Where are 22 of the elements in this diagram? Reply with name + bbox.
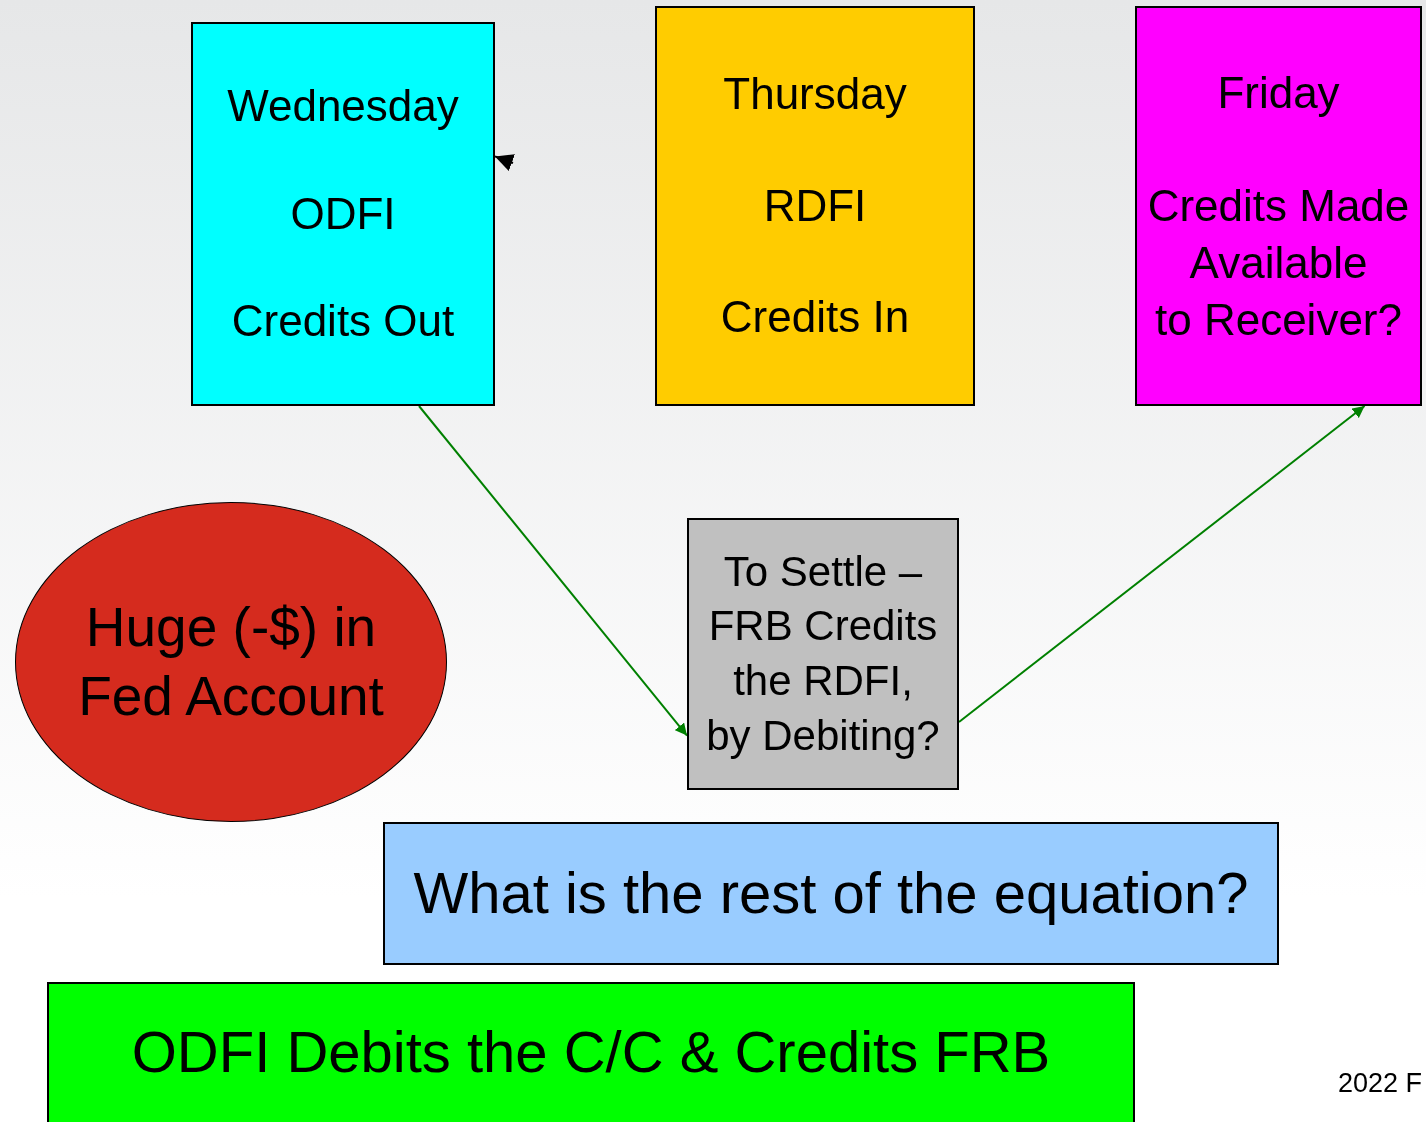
question-box [383, 822, 1279, 965]
node-text: RDFI [763, 180, 867, 232]
node-text: ODFI Debits the C/C & Credits FRB [131, 1018, 1051, 1086]
node-text: Credits Out [231, 296, 455, 347]
day-box [191, 22, 495, 406]
node-text: Friday [1217, 66, 1340, 119]
node-text: Thursday [723, 69, 907, 120]
arrow [958, 405, 1366, 723]
node-text: Credits Made Available to Receiver? [1146, 179, 1411, 347]
arrow [418, 405, 688, 737]
node-text: What is the rest of the equation? [413, 860, 1249, 927]
day-box [1135, 6, 1422, 406]
day-box [655, 6, 975, 406]
node-text: Wednesday [227, 81, 459, 132]
arrow [494, 154, 515, 172]
action-box [47, 982, 1135, 1122]
node-text: To Settle – FRB Credits the RDFI, by Debiting? [705, 546, 941, 761]
settlement-box [687, 518, 959, 790]
node-text: Huge (-$) in Fed Account [77, 595, 385, 729]
node-text: ODFI [290, 188, 396, 240]
footer-text: 2022 F [1338, 1068, 1423, 1099]
node-text: Credits In [720, 292, 910, 343]
